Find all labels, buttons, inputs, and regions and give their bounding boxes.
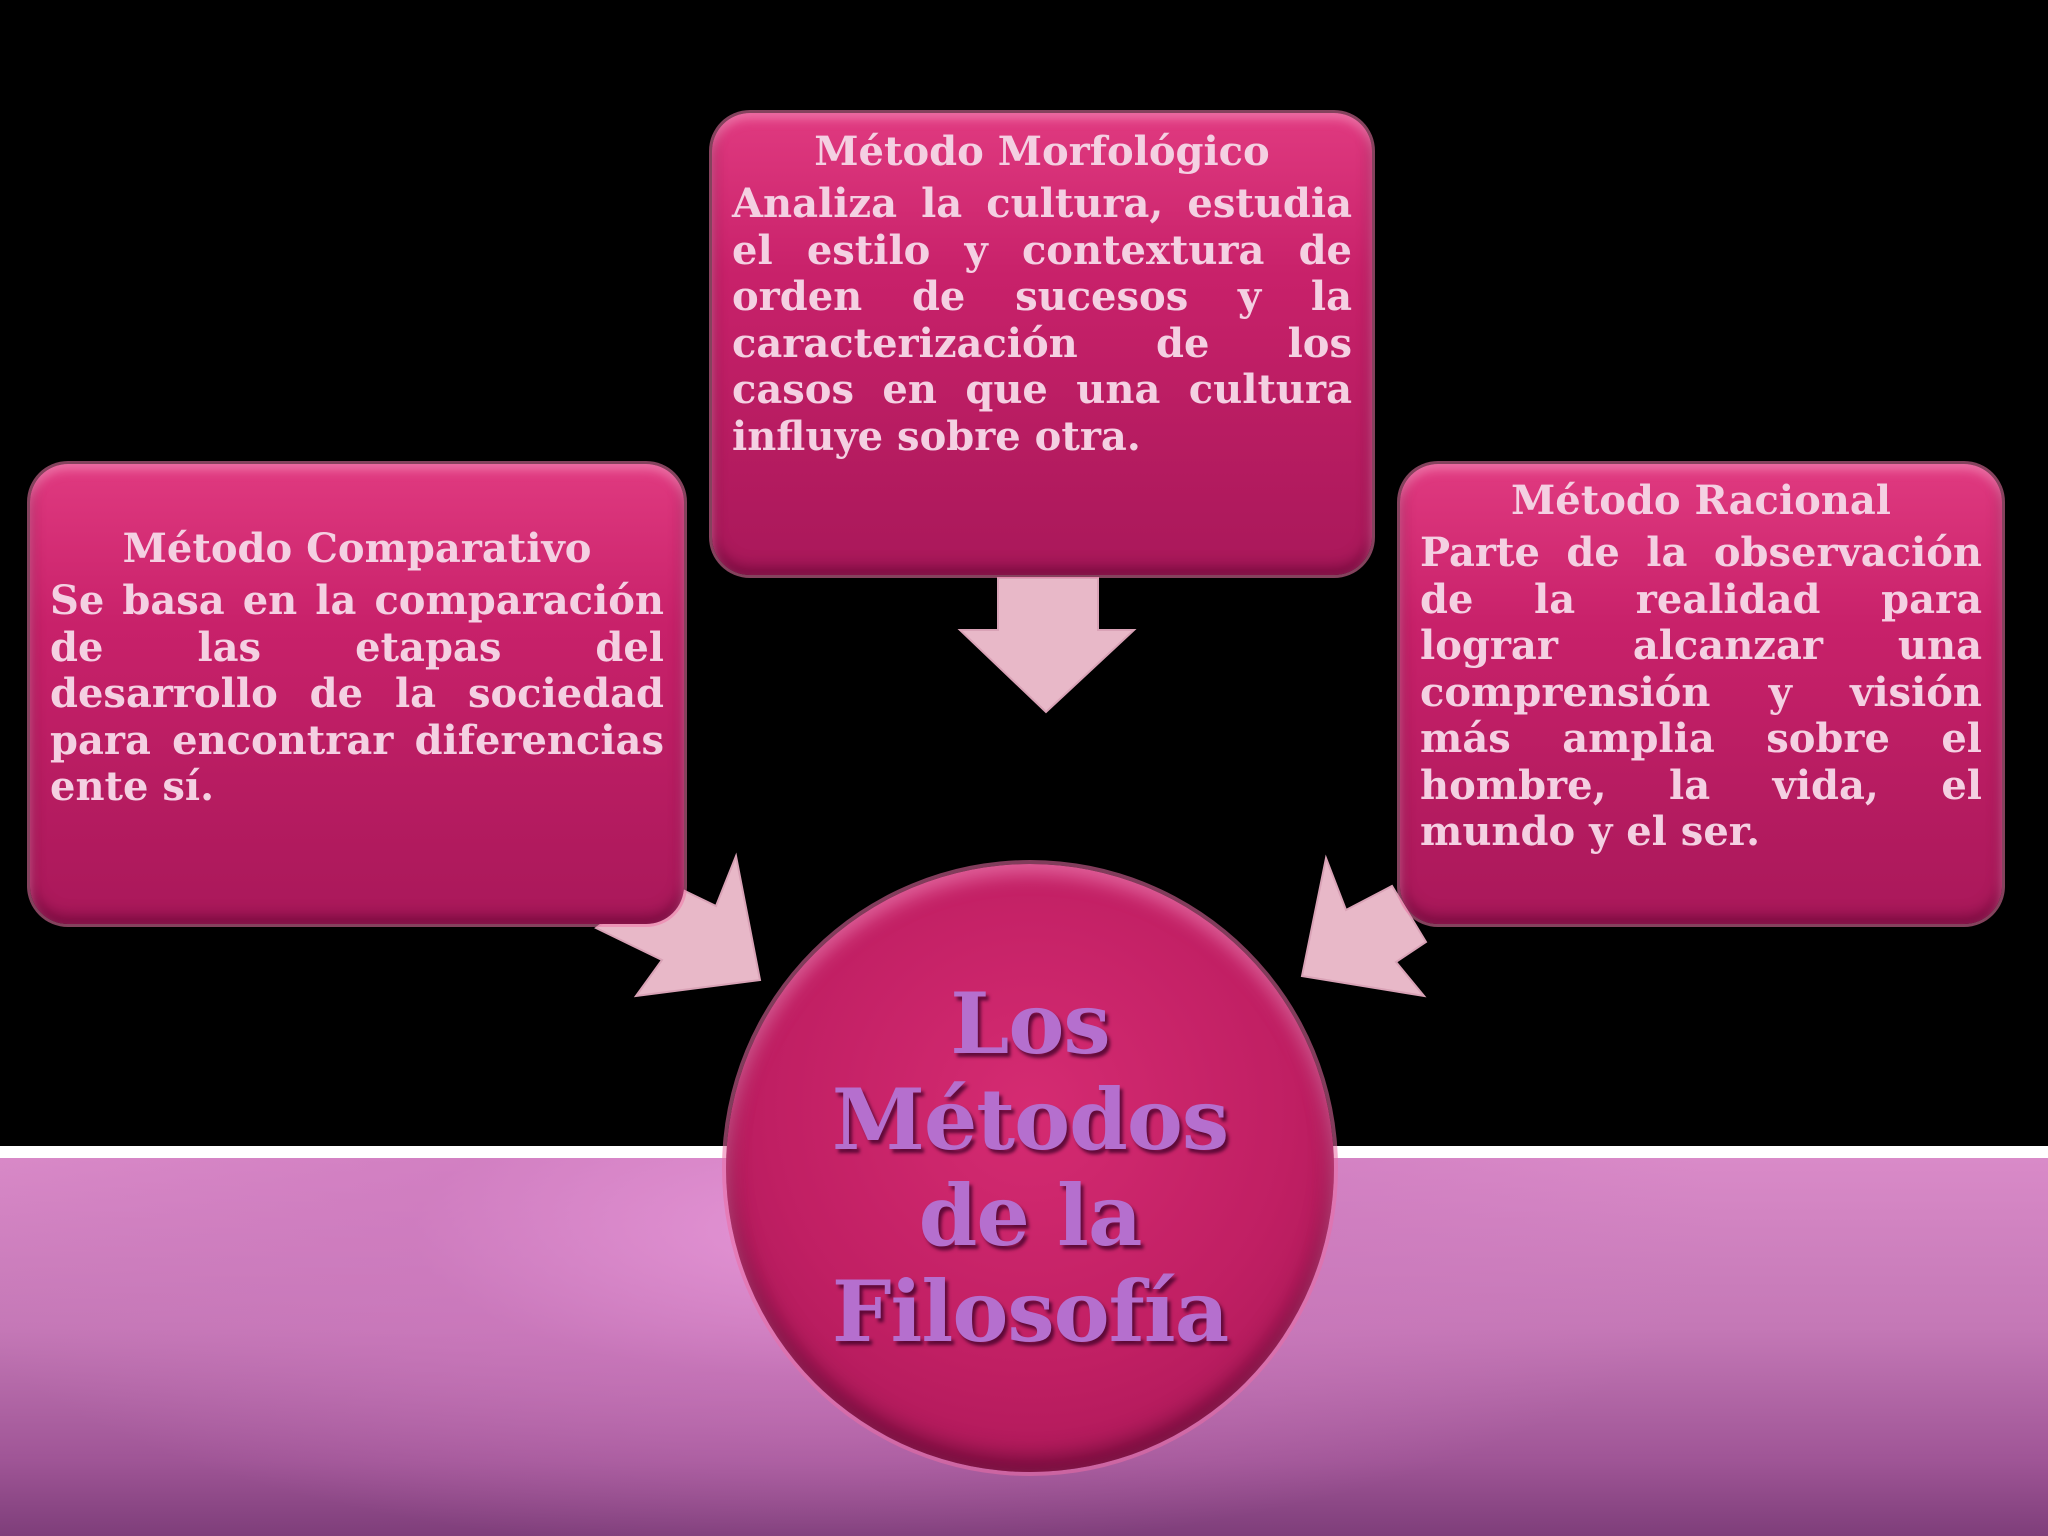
arrow-down: [957, 577, 1137, 714]
box-body-racional: Parte de la observación de la realidad p…: [1420, 529, 1982, 855]
center-circle: Los Métodos de la Filosofía: [726, 864, 1334, 1472]
box-body-comparativo: Se basa en la comparación de las etapas …: [50, 577, 664, 810]
box-title-racional: Método Racional: [1511, 477, 1891, 524]
box-metodo-racional: Método Racional Parte de la observación …: [1400, 464, 2002, 924]
box-title-comparativo: Método Comparativo: [122, 525, 592, 572]
box-title-morfologico: Método Morfológico: [814, 128, 1270, 175]
box-metodo-comparativo: Método Comparativo Se basa en la compara…: [30, 464, 684, 924]
center-title: Los Métodos de la Filosofía: [831, 974, 1229, 1361]
box-metodo-morfologico: Método Morfológico Analiza la cultura, e…: [712, 113, 1372, 575]
arrow-racional-to-center: [1300, 854, 1428, 998]
box-body-morfologico: Analiza la cultura, estudia el estilo y …: [732, 180, 1352, 460]
